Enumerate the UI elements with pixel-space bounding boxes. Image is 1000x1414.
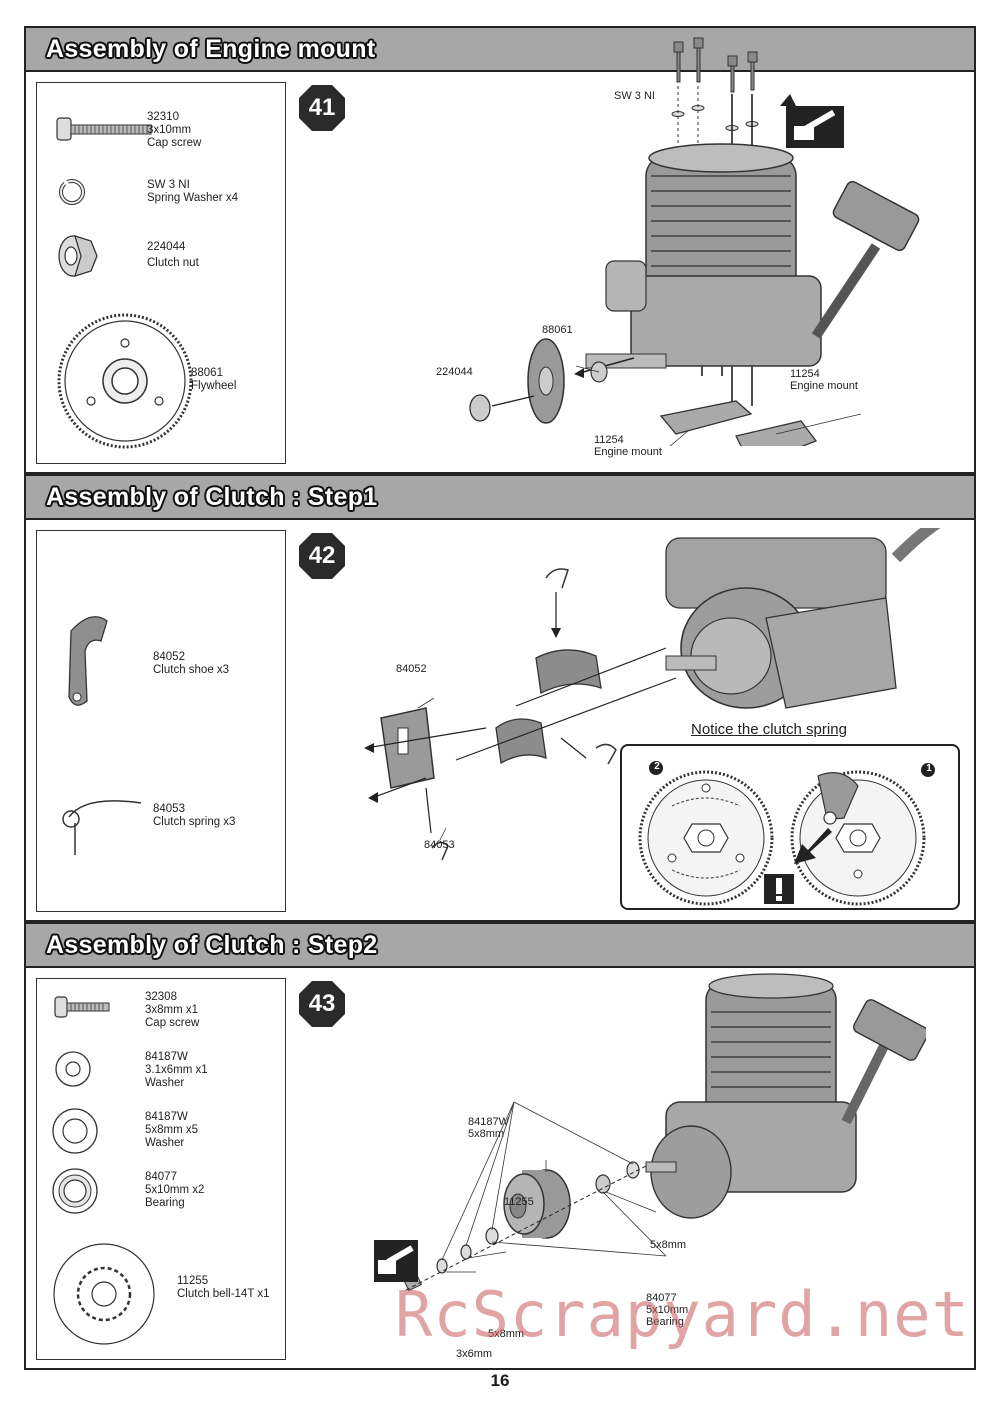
parts-list: 84052 Clutch shoe x3 84053 Clutch spring… [36,530,286,912]
notice-marker-right: 1 [926,763,932,774]
watermark: RcScrapyard.net [395,1278,970,1351]
notice-clutch-diagram [638,761,935,906]
callout-clutch-shoe: 84052 [396,663,427,675]
washer-large-icon [52,1108,98,1154]
callout-flywheel: 88061 [542,324,573,336]
part-label: 88061 Flywheel [191,367,237,392]
flywheel-icon [57,313,193,449]
washer-small-icon [55,1051,91,1087]
clutch-shoe-diagram [364,528,941,861]
part-label: 32308 3x8mm x1 Cap screw [145,991,200,1029]
section-header: Assembly of Engine mount [26,28,974,72]
warning-icon [764,874,794,904]
cap-screw-icon [56,117,152,141]
step-number: 43 [308,990,336,1017]
parts-list: 32308 3x8mm x1 Cap screw 84187W 3.1x6mm … [36,978,286,1360]
bearing-icon [52,1168,98,1214]
step-badge: 41 [298,84,346,132]
spring-washer-icon [59,179,85,205]
screwdriver-tool-icon [374,1240,418,1282]
clutch-shoe-icon [68,616,108,706]
page-number: 16 [490,1371,510,1390]
part-label: 84187W 3.1x6mm x1 Washer [145,1051,208,1089]
octagon-badge-icon [299,981,345,1027]
clutch-bell-icon [53,1243,155,1345]
cap-screw-icon [54,996,110,1018]
callout-washer: SW 3 NI [614,90,655,102]
engine-mount-diagram [469,37,920,446]
callout-washer-right: 5x8mm [650,1239,687,1251]
part-label: 84052 Clutch shoe x3 [153,651,230,676]
octagon-badge-icon [299,533,345,579]
section-title: Assembly of Clutch : Step2 [46,930,378,959]
callout-engine-mount-left: 11254 Engine mount [594,434,662,458]
parts-list: 32310 3x10mm Cap screw SW 3 NI Spring Wa… [36,82,286,464]
callout-washer-bottom: 5x8mm [488,1328,525,1340]
callout-clutch-spring: 84053 [424,839,455,851]
clutch-nut-icon [58,235,98,277]
section-clutch-step1: Assembly of Clutch : Step1 84052 Clutch … [24,474,976,922]
step-number: 41 [308,94,336,121]
section-title: Assembly of Clutch : Step1 [46,482,378,511]
part-label: 224044 Clutch nut [147,241,199,269]
step-badge: 43 [298,980,346,1028]
section-header: Assembly of Clutch : Step1 [26,476,974,520]
callout-engine-mount-right: 11254 Engine mount [790,368,858,392]
section-engine-mount: Assembly of Engine mount 32310 3x10mm Ca… [24,26,976,474]
screwdriver-tool-icon [780,94,844,148]
notice-box: 2 1 [620,744,960,910]
section-header: Assembly of Clutch : Step2 [26,924,974,968]
step-number: 42 [308,542,336,569]
notice-marker-left: 2 [654,761,660,772]
part-label: SW 3 NI Spring Washer x4 [147,179,238,204]
notice-title: Notice the clutch spring [691,721,847,738]
callout-screw-size: 3x6mm [456,1348,493,1360]
octagon-badge-icon [299,85,345,131]
part-label: 84053 Clutch spring x3 [153,803,236,828]
callout-nut: 224044 [436,366,473,378]
part-label: 84187W 5x8mm x5 Washer [145,1111,199,1149]
section-clutch-step2: Assembly of Clutch : Step2 32308 3x8mm x… [24,922,976,1370]
part-label: 11255 Clutch bell-14T x1 [177,1275,270,1300]
section-title: Assembly of Engine mount [46,34,376,63]
callout-clutch-bell: 11255 [504,1196,534,1208]
clutch-bell-diagram [374,973,926,1292]
clutch-spring-icon [62,800,142,855]
part-label: 84077 5x10mm x2 Bearing [145,1171,205,1209]
callout-bearing: 84077 5x10mm Bearing [646,1292,689,1328]
part-label: 32310 3x10mm Cap screw [147,111,202,149]
step-badge: 42 [298,532,346,580]
callout-washer-84187w: 84187W 5x8mm [468,1116,509,1140]
